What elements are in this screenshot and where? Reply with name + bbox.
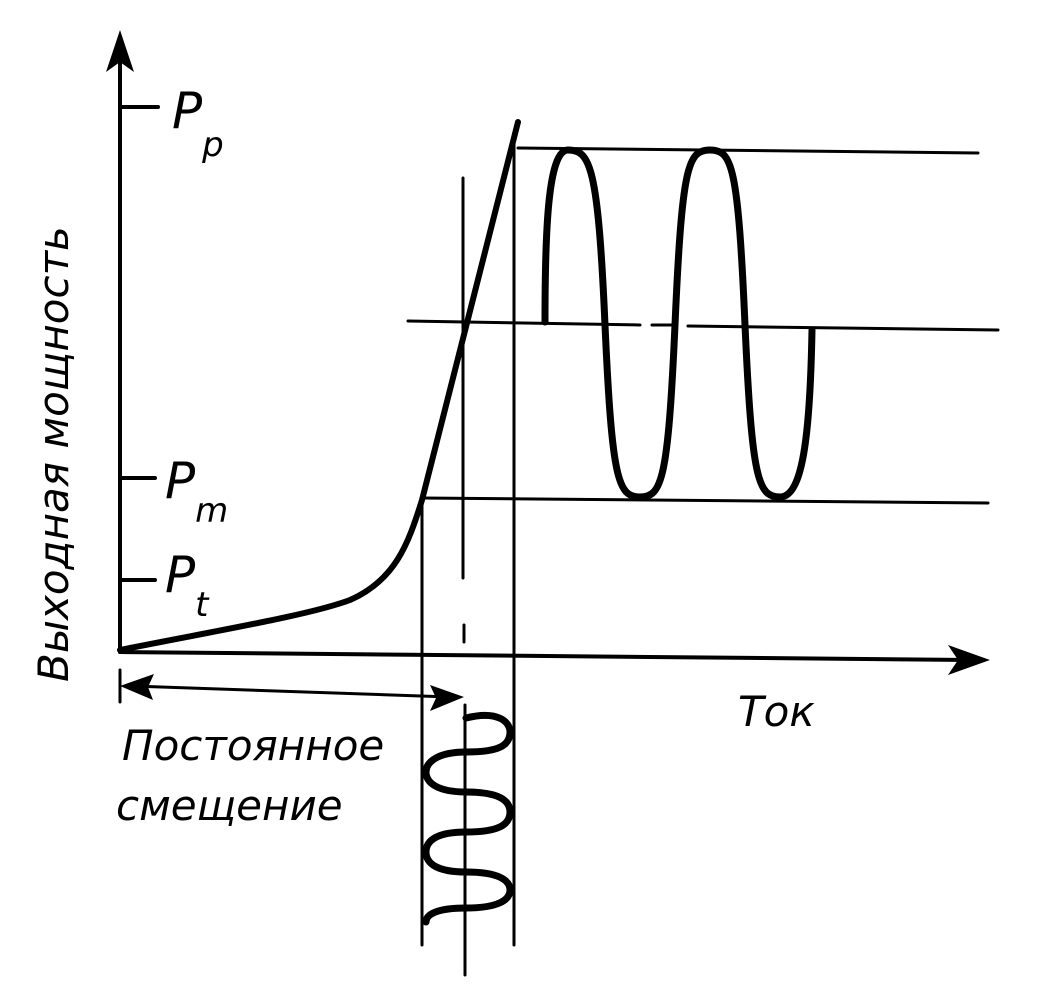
bias-arrowhead-right xyxy=(430,685,464,711)
x-axis-arrowhead xyxy=(948,645,990,675)
bias-arrow-line xyxy=(130,684,452,699)
level-label-pt: Pt xyxy=(165,546,210,625)
input-current-waveform xyxy=(422,711,514,926)
bias-label-line1: Постоянное xyxy=(122,721,384,770)
mean-level-line-right xyxy=(686,324,1000,332)
x-axis-label: Ток xyxy=(738,687,815,736)
min-level-line xyxy=(420,496,990,505)
level-label-pm: Pm xyxy=(165,452,228,531)
power-current-curve xyxy=(117,119,521,653)
y-axis-arrowhead xyxy=(106,30,134,72)
bias-label-line2: смещение xyxy=(116,781,343,830)
max-level-line xyxy=(516,146,980,155)
output-power-waveform xyxy=(541,146,816,501)
y-axis-label: Выходная мощность xyxy=(29,226,78,682)
mean-level-line-left xyxy=(406,319,642,327)
x-axis xyxy=(118,650,972,662)
level-label-pp: Pp xyxy=(172,82,224,165)
bias-arrowhead-left xyxy=(120,674,154,700)
